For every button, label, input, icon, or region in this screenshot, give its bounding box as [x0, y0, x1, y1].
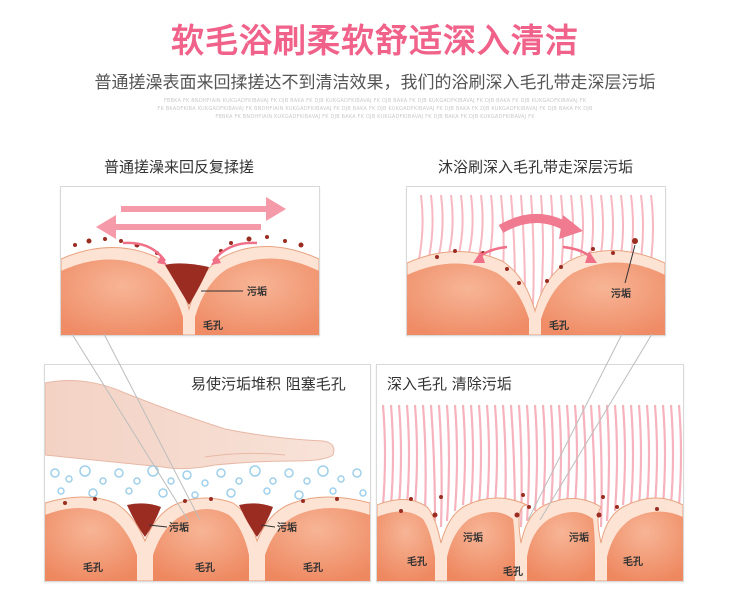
- dirt-label-1: 污垢: [169, 521, 189, 534]
- fine-print-line-3: FBBKA FK BNDHFIAIN KUKGADFKIBAVAJ FK DJB…: [215, 114, 535, 120]
- rubbing-illustration: 污垢 毛孔: [61, 197, 319, 335]
- cleaned-pores-illustration: 污垢 污垢 毛孔 毛孔 毛孔: [377, 404, 683, 581]
- bottom-right-caption: 深入毛孔 清除污垢: [387, 375, 512, 393]
- dirt-label-2: 污垢: [569, 531, 589, 544]
- top-right-caption: 沐浴刷深入毛孔带走深层污垢: [438, 158, 634, 176]
- top-left-caption: 普通搓澡来回反复揉搓: [104, 158, 255, 176]
- fine-print-line-2: FK BKADFKIBA KUKGADFKIBAVAJ FK BNDHFIAIN…: [157, 106, 593, 112]
- pore-label: 毛孔: [549, 319, 569, 332]
- clogged-pores-illustration: 污垢 污垢 毛孔 毛孔 毛孔: [45, 380, 370, 581]
- pore-label-3: 毛孔: [303, 561, 323, 574]
- top-right-diagram: 污垢 毛孔: [406, 186, 666, 336]
- fine-print-line-1: FBBKA FK BNDHFIAIN KUKGADFKIBAVAJ FK DJB…: [163, 98, 587, 104]
- pore-label-2: 毛孔: [503, 565, 523, 578]
- dirt-label-1: 污垢: [463, 531, 483, 544]
- dirt-label: 污垢: [247, 285, 267, 298]
- bottom-left-diagram: 易使污垢堆积 阻塞毛孔: [44, 364, 371, 582]
- dirt-label-2: 污垢: [277, 521, 297, 534]
- brush-illustration: 污垢 毛孔: [407, 194, 665, 335]
- top-left-diagram: 污垢 毛孔: [60, 186, 320, 336]
- pore-label-1: 毛孔: [407, 555, 427, 568]
- pore-label-1: 毛孔: [83, 561, 103, 574]
- dirt-label: 污垢: [611, 287, 631, 300]
- pore-label-3: 毛孔: [623, 555, 643, 568]
- page-title: 软毛浴刷柔软舒适深入清洁: [171, 21, 579, 60]
- pore-label: 毛孔: [203, 319, 223, 332]
- page-subtitle: 普通搓澡表面来回揉搓达不到清洁效果，我们的浴刷深入毛孔带走深层污垢: [94, 73, 656, 93]
- pore-label-2: 毛孔: [195, 561, 215, 574]
- bottom-left-caption: 易使污垢堆积 阻塞毛孔: [191, 375, 346, 393]
- bottom-right-diagram: 深入毛孔 清除污垢: [376, 364, 684, 582]
